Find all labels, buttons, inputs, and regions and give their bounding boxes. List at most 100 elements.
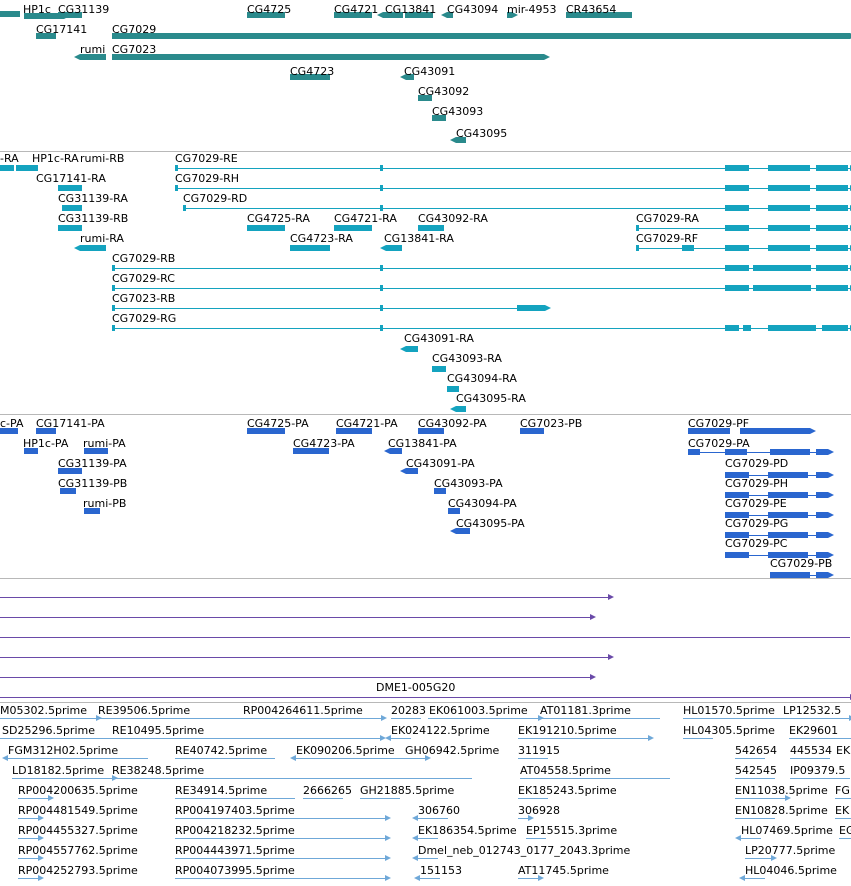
feature-glyph[interactable]	[432, 366, 446, 372]
feature-label[interactable]: CG7029-RH	[175, 172, 240, 185]
feature-line[interactable]	[175, 858, 385, 859]
feature-label[interactable]: LP12532.5	[783, 704, 842, 717]
feature-label[interactable]: rumi-PA	[83, 437, 126, 450]
feature-label[interactable]: EG	[839, 824, 851, 837]
feature-label[interactable]: CG43093-RA	[432, 352, 502, 365]
feature-line[interactable]	[735, 798, 785, 799]
exon-glyph[interactable]	[725, 165, 749, 171]
feature-glyph[interactable]	[112, 33, 850, 39]
exon-glyph[interactable]	[725, 245, 749, 251]
exon-glyph[interactable]	[175, 185, 178, 191]
feature-line[interactable]	[0, 677, 590, 678]
feature-label[interactable]: RP004200635.5prime	[18, 784, 138, 797]
feature-label[interactable]: CG43093-PA	[434, 477, 503, 490]
feature-label[interactable]: rumi-RB	[80, 152, 125, 165]
exon-glyph[interactable]	[822, 572, 828, 578]
feature-label[interactable]: 542545	[735, 764, 777, 777]
feature-label[interactable]: CG43091-PA	[406, 457, 475, 470]
feature-label[interactable]: CG43092-PA	[418, 417, 487, 430]
exon-glyph[interactable]	[725, 265, 749, 271]
exon-glyph[interactable]	[816, 245, 822, 251]
exon-glyph[interactable]	[725, 492, 749, 498]
exon-glyph[interactable]	[816, 185, 822, 191]
feature-line[interactable]	[688, 452, 828, 453]
feature-label[interactable]: EK185243.5prime	[518, 784, 617, 797]
feature-line[interactable]	[526, 838, 546, 839]
feature-label[interactable]: FGM312H02.5prime	[8, 744, 119, 757]
exon-glyph[interactable]	[822, 472, 828, 478]
feature-label[interactable]: EK29601	[789, 724, 839, 737]
exon-glyph[interactable]	[822, 552, 828, 558]
feature-label[interactable]: CG7029-RG	[112, 312, 177, 325]
feature-glyph[interactable]	[390, 448, 402, 454]
feature-label[interactable]: 445534	[790, 744, 832, 757]
feature-label[interactable]: RE10495.5prime	[112, 724, 205, 737]
feature-label[interactable]: RP004264611.5prime	[243, 704, 363, 717]
feature-glyph[interactable]	[0, 11, 20, 17]
feature-label[interactable]: CG31139-PA	[58, 457, 127, 470]
feature-glyph[interactable]	[456, 528, 470, 534]
feature-line[interactable]	[418, 818, 448, 819]
feature-glyph[interactable]	[447, 12, 453, 18]
feature-label[interactable]: GH21885.5prime	[360, 784, 455, 797]
feature-label[interactable]: rumi	[80, 43, 106, 56]
feature-glyph[interactable]	[58, 225, 82, 231]
feature-glyph[interactable]	[448, 508, 460, 514]
exon-glyph[interactable]	[682, 245, 694, 251]
exon-glyph[interactable]	[816, 205, 822, 211]
feature-line[interactable]	[741, 838, 761, 839]
feature-line[interactable]	[0, 718, 96, 719]
feature-label[interactable]: CG7029-RB	[112, 252, 176, 265]
exon-glyph[interactable]	[517, 305, 545, 311]
feature-label[interactable]: CG31139	[58, 3, 110, 16]
exon-glyph[interactable]	[380, 305, 383, 311]
feature-glyph[interactable]	[60, 488, 76, 494]
feature-glyph[interactable]	[293, 448, 329, 454]
feature-glyph[interactable]	[336, 428, 372, 434]
feature-glyph[interactable]	[58, 468, 82, 474]
feature-label[interactable]: RP004481549.5prime	[18, 804, 138, 817]
feature-label[interactable]: 542654	[735, 744, 777, 757]
feature-line[interactable]	[518, 818, 528, 819]
exon-glyph[interactable]	[725, 472, 749, 478]
exon-glyph[interactable]	[725, 325, 739, 331]
exon-glyph[interactable]	[816, 449, 822, 455]
feature-glyph[interactable]	[36, 428, 56, 434]
feature-line[interactable]	[175, 188, 850, 189]
feature-label[interactable]: c-PA	[0, 417, 24, 430]
feature-label[interactable]: 306928	[518, 804, 560, 817]
feature-glyph[interactable]	[406, 74, 414, 80]
feature-label[interactable]: EK191210.5prime	[518, 724, 617, 737]
feature-glyph[interactable]	[112, 54, 544, 60]
feature-line[interactable]	[835, 798, 851, 799]
feature-line[interactable]	[745, 878, 765, 879]
feature-label[interactable]: EN10828.5prime	[735, 804, 828, 817]
feature-label[interactable]: CG43091	[404, 65, 456, 78]
exon-glyph[interactable]	[770, 449, 810, 455]
feature-label[interactable]: CG17141-RA	[36, 172, 106, 185]
feature-line[interactable]	[175, 168, 850, 169]
feature-label[interactable]: CG17141-PA	[36, 417, 105, 430]
feature-label[interactable]: HL04046.5prime	[745, 864, 837, 877]
feature-label[interactable]: EN11038.5prime	[735, 784, 828, 797]
exon-glyph[interactable]	[725, 205, 749, 211]
exon-glyph[interactable]	[743, 325, 751, 331]
feature-label[interactable]: EK024122.5prime	[391, 724, 490, 737]
feature-glyph[interactable]	[36, 33, 56, 39]
feature-glyph[interactable]	[418, 428, 444, 434]
feature-glyph[interactable]	[418, 225, 444, 231]
feature-line[interactable]	[405, 758, 425, 759]
feature-glyph[interactable]	[520, 428, 544, 434]
feature-line[interactable]	[683, 718, 849, 719]
exon-glyph[interactable]	[768, 185, 810, 191]
feature-glyph[interactable]	[58, 12, 82, 18]
feature-label[interactable]: RP004073995.5prime	[175, 864, 295, 877]
feature-label[interactable]: CG7029-RF	[636, 232, 699, 245]
feature-glyph[interactable]	[406, 468, 418, 474]
feature-line[interactable]	[8, 758, 148, 759]
feature-line[interactable]	[391, 738, 411, 739]
feature-glyph[interactable]	[84, 448, 108, 454]
feature-line[interactable]	[391, 718, 421, 719]
feature-label[interactable]: HL04305.5prime	[683, 724, 775, 737]
feature-line[interactable]	[835, 818, 851, 819]
